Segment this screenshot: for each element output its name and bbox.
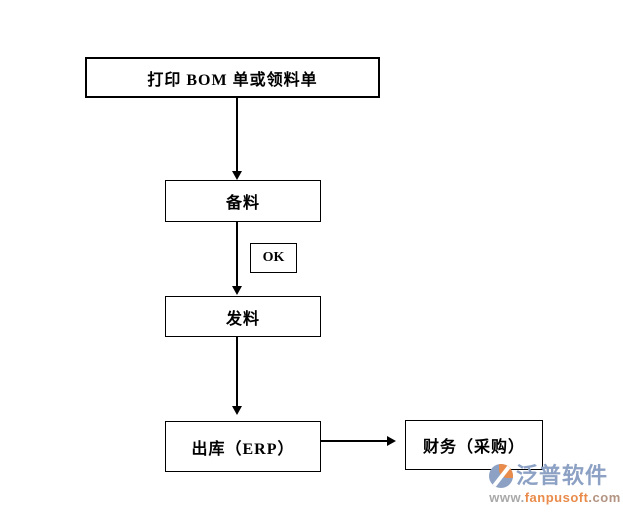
arrowhead-down-icon — [232, 406, 242, 415]
arrowhead-down-icon — [232, 171, 242, 180]
connector-prepare-to-issue — [236, 222, 238, 287]
watermark: 泛普软件 www.fanpusoft.com — [489, 464, 621, 505]
flow-node-print-bom: 打印 BOM 单或领料单 — [85, 57, 380, 98]
flow-node-prepare-materials: 备料 — [165, 180, 321, 222]
watermark-url-prefix: www. — [489, 490, 525, 505]
watermark-url-name: fanpusoft — [524, 490, 589, 505]
arrowhead-right-icon — [387, 436, 396, 446]
flow-node-issue-materials: 发料 — [165, 296, 321, 337]
arrowhead-down-icon — [232, 286, 242, 295]
flow-label-ok: OK — [250, 243, 297, 273]
flow-node-outbound-erp: 出库（ERP） — [165, 421, 321, 472]
watermark-url: www.fanpusoft.com — [489, 490, 621, 505]
fanpu-logo-icon — [489, 464, 513, 488]
flow-node-finance-purchasing: 财务（采购） — [405, 420, 543, 470]
connector-outbound-to-finance — [321, 440, 387, 442]
watermark-brand-row: 泛普软件 — [489, 464, 621, 488]
watermark-url-tld: .com — [588, 490, 621, 505]
connector-issue-to-outbound — [236, 337, 238, 407]
watermark-brand-text: 泛普软件 — [516, 463, 609, 488]
connector-print-to-prepare — [236, 98, 238, 172]
